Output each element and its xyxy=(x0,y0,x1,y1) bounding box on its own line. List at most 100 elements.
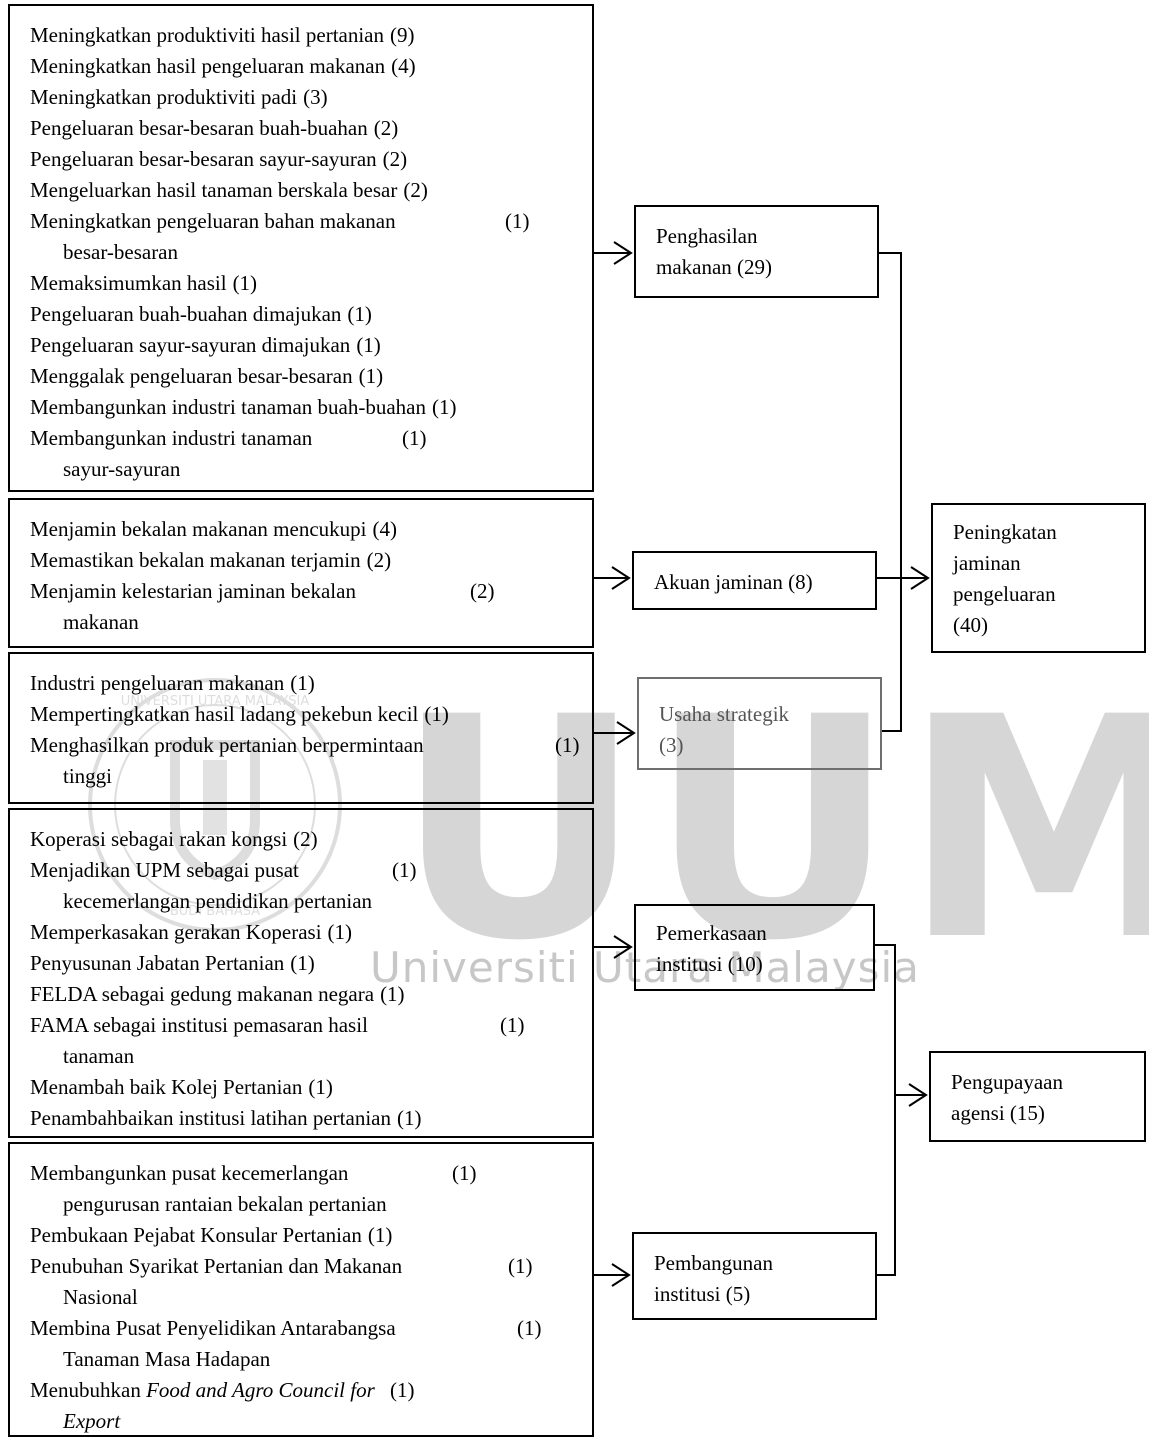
item-text: Mengeluarkan hasil tanaman berskala besa… xyxy=(30,178,398,202)
theme-line: Peningkatan xyxy=(953,520,1057,544)
item-count: (1) xyxy=(402,426,427,450)
list-item: Meningkatkan produktiviti hasil pertania… xyxy=(30,20,592,51)
item-count: (1) xyxy=(392,858,417,882)
item-continuation: Tanaman Masa Hadapan xyxy=(63,1347,271,1371)
item-text: Penyusunan Jabatan Pertanian xyxy=(30,951,285,975)
list-item: Penubuhan Syarikat Pertanian dan Makanan… xyxy=(30,1251,592,1282)
category-label-line2: institusi (5) xyxy=(654,1282,751,1306)
item-count: (1) xyxy=(308,1075,333,1099)
list-item: Penyusunan Jabatan Pertanian(1) xyxy=(30,948,592,979)
list-item: FAMA sebagai institusi pemasaran hasil (1… xyxy=(30,1010,592,1041)
item-count: (2) xyxy=(366,548,392,572)
list-item: Membangunkan industri tanaman buah-buaha… xyxy=(30,392,592,423)
item-text: Menggalak pengeluaran besar-besaran xyxy=(30,364,353,388)
item-count: (1) xyxy=(290,671,315,695)
item-text: FELDA sebagai gedung makanan negara xyxy=(30,982,375,1006)
category-akuan-jaminan: Akuan jaminan (8) xyxy=(632,551,877,610)
item-group-1: Meningkatkan produktiviti hasil pertania… xyxy=(8,4,594,492)
item-text: Memperkasakan gerakan Koperasi xyxy=(30,920,322,944)
item-count: (2) xyxy=(470,579,495,603)
category-label-line1: Usaha strategik xyxy=(659,702,790,726)
theme-line: jaminan xyxy=(953,551,1021,575)
item-count: (2) xyxy=(403,178,428,202)
theme-line: pengeluaran xyxy=(953,582,1056,606)
list-item: Memperkasakan gerakan Koperasi(1) xyxy=(30,917,592,948)
item-group-4: Koperasi sebagai rakan kongsi(2)Menjadik… xyxy=(8,808,594,1138)
item-continuation: kecemerlangan pendidikan pertanian xyxy=(63,889,373,913)
category-label-line2: makanan (29) xyxy=(656,255,773,279)
bracket-theme1 xyxy=(879,252,902,732)
category-label-line2: institusi (10) xyxy=(656,952,763,976)
list-item: Koperasi sebagai rakan kongsi(2) xyxy=(30,824,592,855)
list-item: Membina Pusat Penyelidikan Antarabangsa(… xyxy=(30,1313,592,1344)
item-text: Membangunkan pusat kecemerlangan xyxy=(30,1161,349,1185)
item-count: (4) xyxy=(391,54,416,78)
theme-line: agensi (15) xyxy=(951,1101,1045,1125)
category-label-line1: Pemerkasaan xyxy=(656,921,767,945)
item-count: (1) xyxy=(452,1161,477,1185)
item-text: Pengeluaran sayur-sayuran dimajukan xyxy=(30,333,351,357)
item-count: (3) xyxy=(303,85,328,109)
item-count: (1) xyxy=(358,364,384,388)
arrowhead xyxy=(908,1083,928,1107)
item-count: (1) xyxy=(356,333,381,357)
item-text: Koperasi sebagai rakan kongsi xyxy=(30,827,288,851)
arrowhead xyxy=(613,241,633,265)
arrowhead xyxy=(611,1263,631,1287)
item-count: (4) xyxy=(372,517,397,541)
item-continuation: pengurusan rantaian bekalan pertanian xyxy=(63,1192,387,1216)
item-count: (1) xyxy=(424,702,449,726)
item-count: (1) xyxy=(327,920,353,944)
category-label-line2: (3) xyxy=(659,733,684,757)
list-item: Pengeluaran besar-besaran buah-buahan(2) xyxy=(30,113,592,144)
item-group-3: Industri pengeluaran makanan(1)Mempertin… xyxy=(8,652,594,804)
list-item: Meningkatkan produktiviti padi(3) xyxy=(30,82,592,113)
category-usaha-strategik: Usaha strategik (3) xyxy=(637,677,882,770)
item-count: (2) xyxy=(293,827,318,851)
item-text: Pengeluaran besar-besaran buah-buahan xyxy=(30,116,368,140)
category-label-line1: Pembangunan xyxy=(654,1251,773,1275)
arrowhead xyxy=(910,566,930,590)
list-item: Meningkatkan pengeluaran bahan makanan(1… xyxy=(30,206,592,237)
item-text: FAMA sebagai institusi pemasaran hasil xyxy=(30,1013,368,1037)
list-item: Industri pengeluaran makanan(1) xyxy=(30,668,592,699)
item-count: (9) xyxy=(390,23,415,47)
list-item: Menggalak pengeluaran besar-besaran(1) xyxy=(30,361,592,392)
list-item: Menjadikan UPM sebagai pusat (1) xyxy=(30,855,592,886)
item-text: Menjamin kelestarian jaminan bekalan xyxy=(30,579,356,603)
item-continuation: Export xyxy=(63,1409,121,1433)
item-count: (1) xyxy=(232,271,258,295)
item-continuation: tanaman xyxy=(63,1044,135,1068)
list-item: Membangunkan pusat kecemerlangan (1) xyxy=(30,1158,592,1189)
item-count: (1) xyxy=(347,302,372,326)
item-text: Penubuhan Syarikat Pertanian dan Makanan xyxy=(30,1254,403,1278)
item-text: Pengeluaran buah-buahan dimajukan xyxy=(30,302,342,326)
list-item: FELDA sebagai gedung makanan negara(1) xyxy=(30,979,592,1010)
list-item: Penambahbaikan institusi latihan pertani… xyxy=(30,1103,592,1134)
list-item: Memaksimumkan hasil(1) xyxy=(30,268,592,299)
item-count: (1) xyxy=(367,1223,393,1247)
arrowhead xyxy=(613,935,633,959)
item-text: Meningkatkan hasil pengeluaran makanan xyxy=(30,54,386,78)
item-text: Menjadikan UPM sebagai pusat xyxy=(30,858,299,882)
item-count: (1) xyxy=(555,733,580,757)
item-count: (1) xyxy=(517,1316,542,1340)
item-count: (1) xyxy=(397,1106,422,1130)
list-item: Pengeluaran buah-buahan dimajukan(1) xyxy=(30,299,592,330)
list-item: Menambah baik Kolej Pertanian(1) xyxy=(30,1072,592,1103)
theme-line: Pengupayaan xyxy=(951,1070,1063,1094)
category-penghasilan-makanan: Penghasilan makanan (29) xyxy=(634,205,879,298)
item-continuation: tinggi xyxy=(63,764,113,788)
arrowhead xyxy=(616,721,636,745)
list-item: Meningkatkan hasil pengeluaran makanan(4… xyxy=(30,51,592,82)
category-pembangunan-institusi: Pembangunan institusi (5) xyxy=(632,1232,877,1320)
item-text: Membangunkan industri tanaman buah-buaha… xyxy=(30,395,426,419)
item-count: (1) xyxy=(500,1013,525,1037)
item-text: Menubuhkan xyxy=(30,1378,147,1402)
arrowhead xyxy=(611,566,631,590)
item-continuation: besar-besaran xyxy=(63,240,179,264)
item-count: (1) xyxy=(431,395,457,419)
list-item: Menjamin kelestarian jaminan bekalan (2) xyxy=(30,576,592,607)
item-continuation: sayur-sayuran xyxy=(63,457,181,481)
